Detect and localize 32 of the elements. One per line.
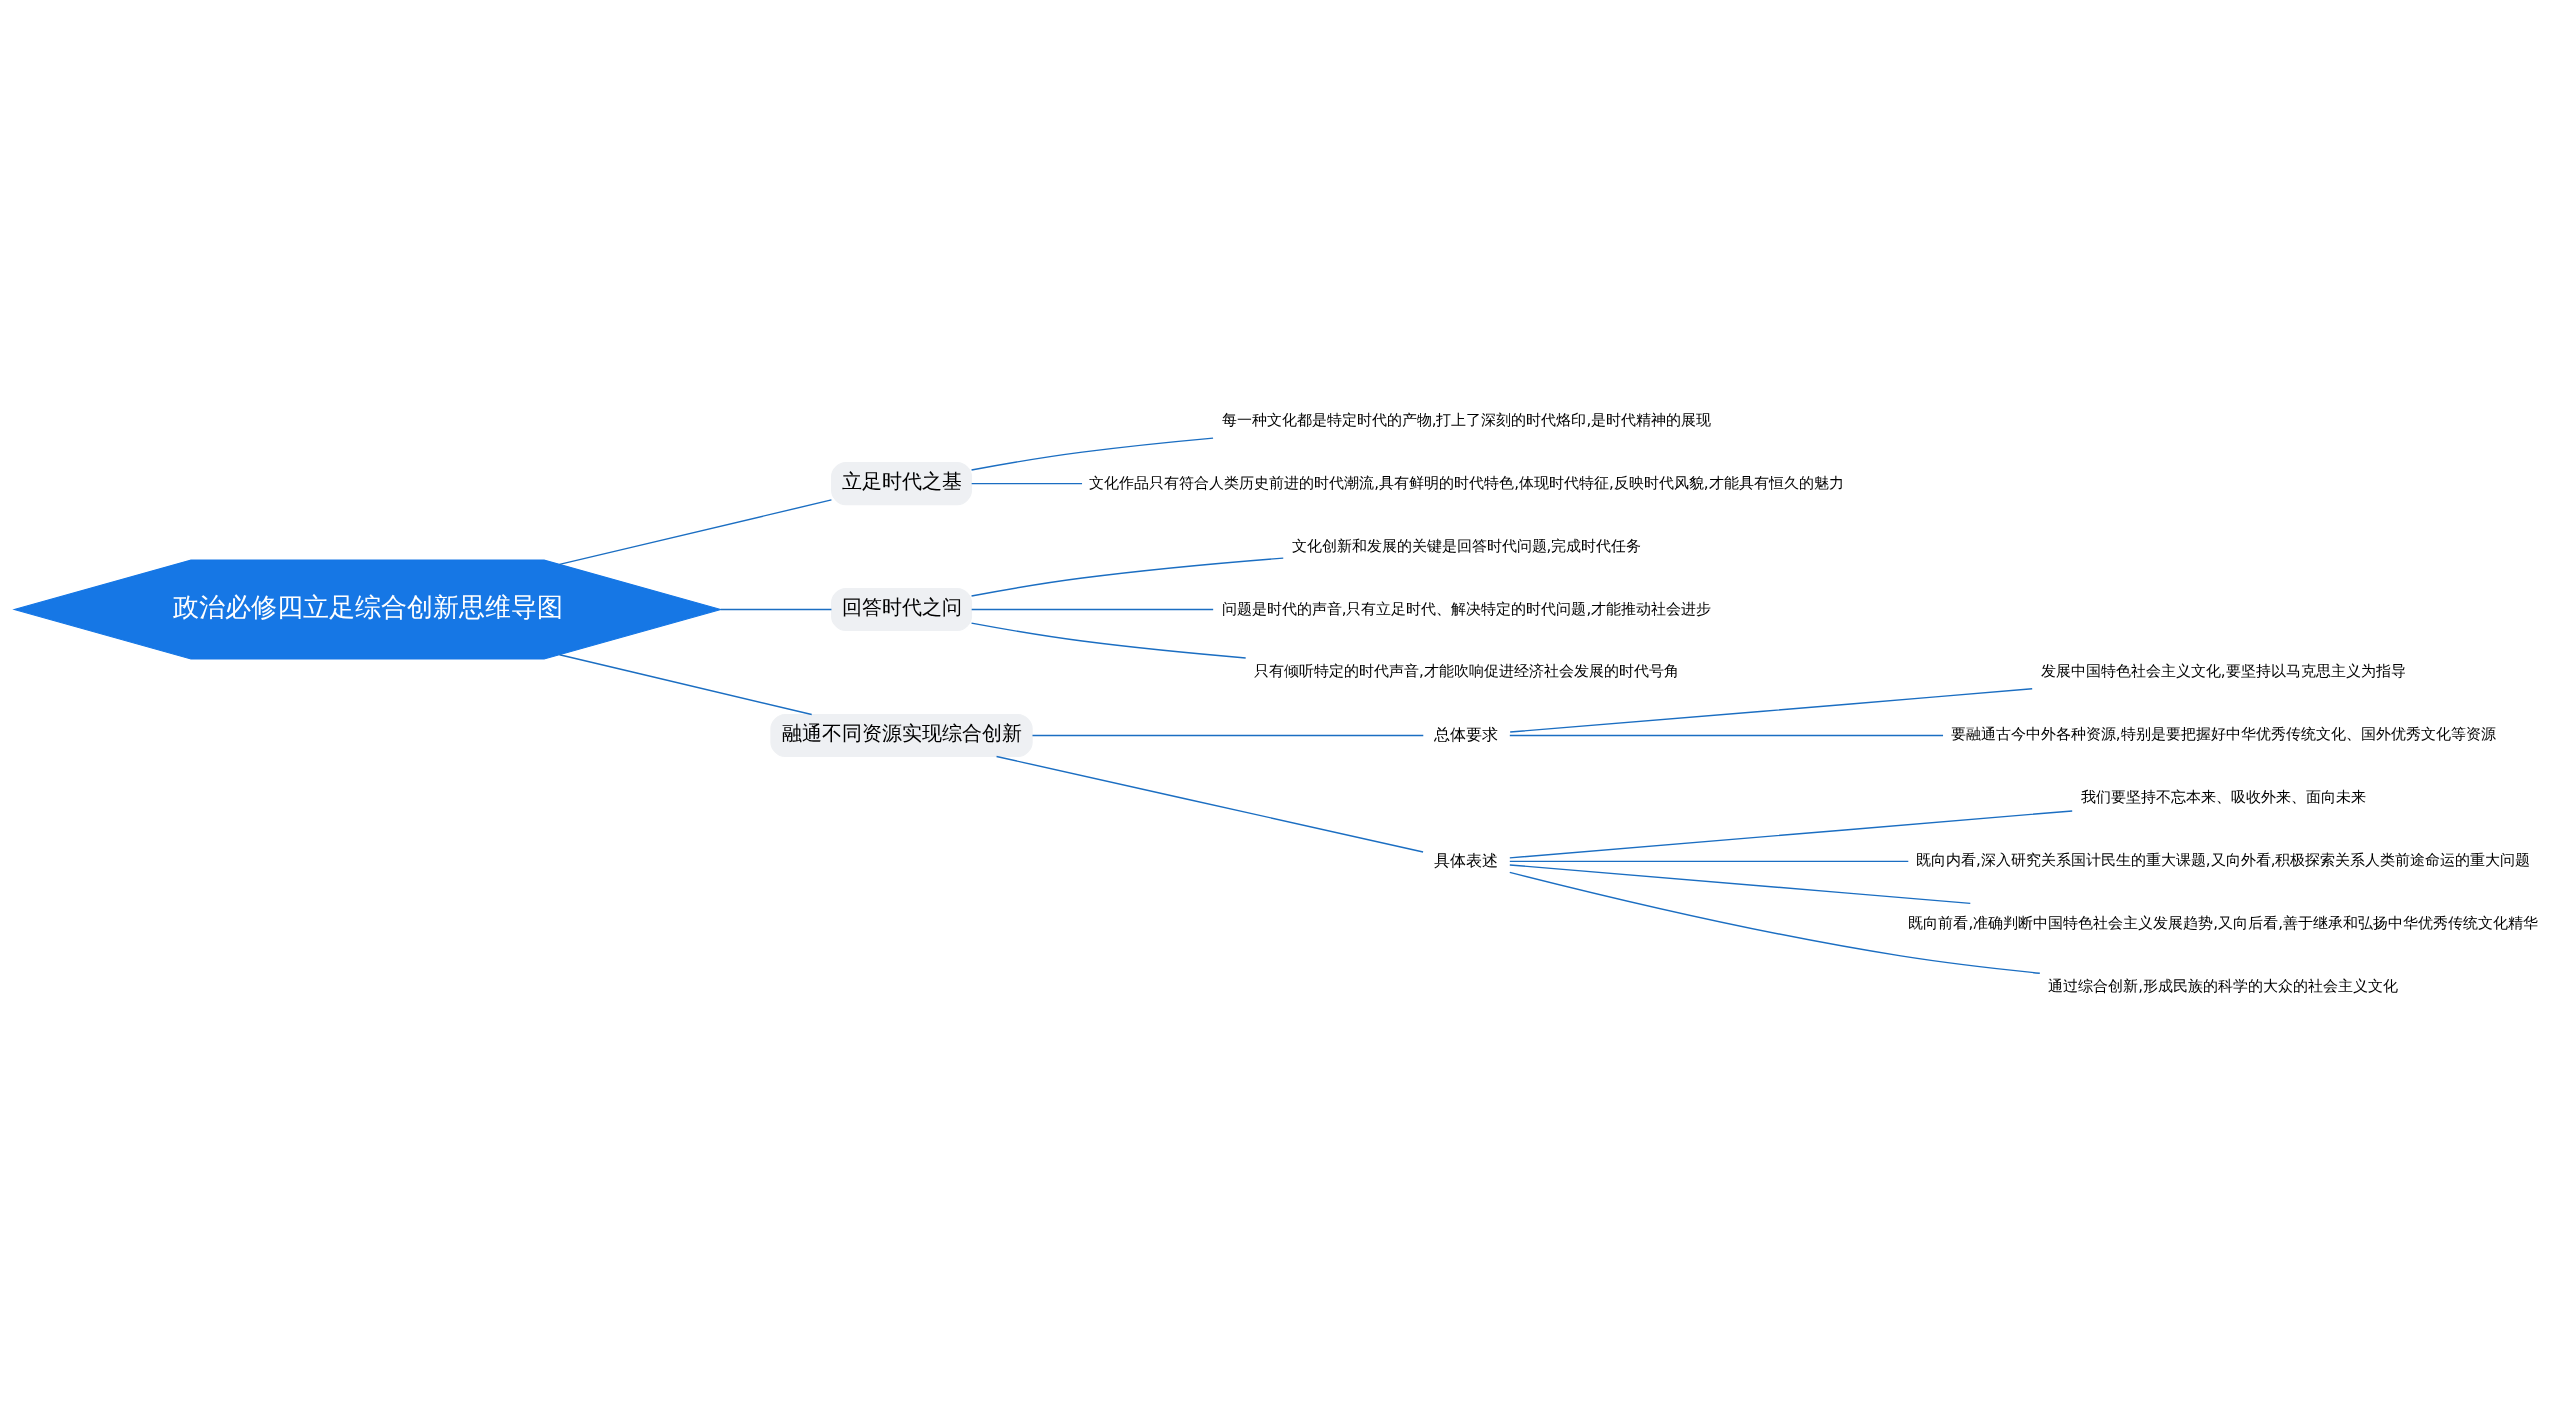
connector [970,608,1214,610]
node-text: 问题是时代的声音,只有立足时代、解决特定的时代问题,才能推动社会进步 [1221,599,1712,618]
connector [970,556,1284,597]
connector [970,482,1083,484]
node-box: 融通不同资源实现综合创新 [770,713,1033,757]
node-text: 文化作品只有符合人类历史前进的时代潮流,具有鲜明的时代特色,体现时代特征,反映时代风貌,才能具有恒久的魅力 [1089,473,1844,492]
node-text: 具体表述 [1434,850,1499,870]
node-box: 回答时代之问 [831,587,973,631]
connector [1509,687,2033,733]
connector [1509,863,1971,904]
connector [1509,860,1909,862]
node-text: 每一种文化都是特定时代的产物,打上了深刻的时代烙印,是时代精神的展现 [1221,410,1712,429]
connector [970,436,1214,471]
connector [995,755,1424,853]
connector [1509,871,2041,974]
node-text: 我们要坚持不忘本来、吸收外来、面向未来 [2080,787,2366,806]
node-text: 发展中国特色社会主义文化,要坚持以马克思主义为指导 [2040,661,2406,680]
node-text: 既向内看,深入研究关系国计民生的重大课题,又向外看,积极探索关系人类前途命运的重大问题 [1916,850,2531,869]
node-text: 总体要求 [1434,724,1499,744]
connector [1031,734,1424,736]
node-text: 文化创新和发展的关键是回答时代问题,完成时代任务 [1291,536,1642,555]
connector [1509,809,2073,859]
node-box: 立足时代之基 [831,461,973,505]
node-text: 通过综合创新,形成民族的科学的大众的社会主义文化 [2048,976,2399,995]
connector [1509,734,1944,736]
node-text: 要融通古今中外各种资源,特别是要把握好中华优秀传统文化、国外优秀文化等资源 [1950,724,2496,743]
connector [720,608,833,610]
connector [558,653,813,715]
node-text: 只有倾听特定的时代声音,才能吹响促进经济社会发展的时代号角 [1254,661,1679,680]
connector [970,621,1247,659]
node-text: 既向前看,准确判断中国特色社会主义发展趋势,又向后看,善于继承和弘扬中华优秀传统文化精华 [1908,913,2538,932]
connector [558,498,833,565]
